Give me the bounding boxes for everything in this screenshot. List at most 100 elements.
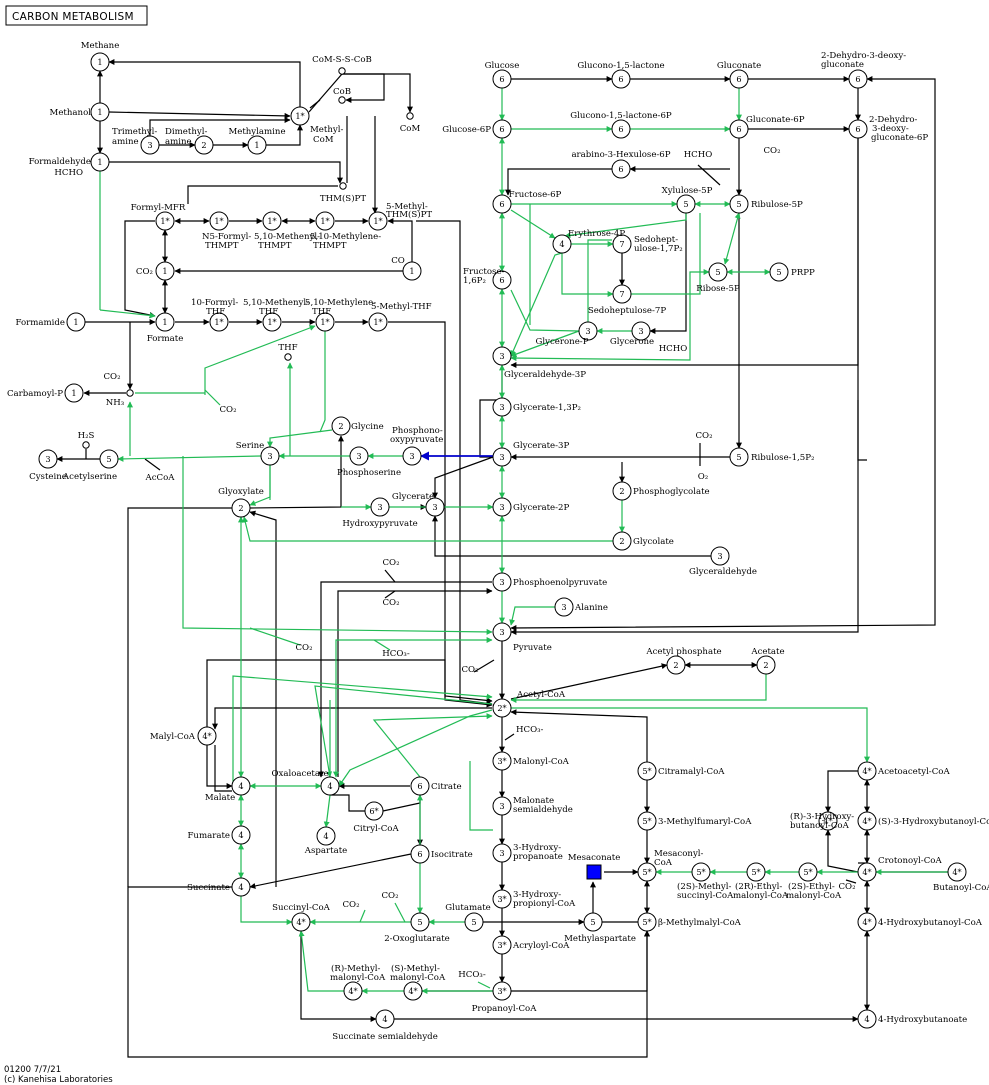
compound-label[interactable]: Erythrose-4P bbox=[568, 229, 625, 239]
compound-node-butanoylcoa[interactable]: 4* bbox=[947, 862, 967, 882]
compound-node-fumarate[interactable]: 4 bbox=[231, 825, 251, 845]
compound-node-methenylthf[interactable]: 1* bbox=[262, 312, 282, 332]
compound-label[interactable]: Glycerate bbox=[392, 492, 434, 502]
compound-label[interactable]: 3-Hydroxy- bbox=[513, 843, 561, 853]
node-circle[interactable] bbox=[676, 194, 696, 214]
node-circle[interactable] bbox=[756, 655, 776, 675]
compound-label[interactable]: Glucono-1,5-lactone-6P bbox=[570, 111, 672, 121]
compound-label[interactable]: Malonate bbox=[513, 796, 554, 806]
compound-label[interactable]: (2S)-Ethyl- bbox=[788, 881, 835, 892]
node-circle[interactable] bbox=[410, 776, 430, 796]
compound-node-rmethylmalonyl[interactable]: 4* bbox=[343, 981, 363, 1001]
compound-label[interactable]: Acetyl phosphate bbox=[645, 647, 721, 657]
node-circle[interactable] bbox=[729, 69, 749, 89]
compound-label[interactable]: Hydroxypyruvate bbox=[342, 519, 417, 529]
node-circle[interactable] bbox=[611, 159, 631, 179]
node-circle[interactable] bbox=[349, 446, 369, 466]
node-circle[interactable] bbox=[857, 912, 877, 932]
node-circle[interactable] bbox=[370, 497, 390, 517]
node-circle[interactable] bbox=[90, 52, 110, 72]
compound-node-prpp[interactable]: 5 bbox=[769, 262, 789, 282]
compound-label[interactable]: Phosphono- bbox=[392, 426, 443, 436]
compound-label[interactable]: THMPT bbox=[258, 241, 292, 251]
compound-node-glyceraldehyde[interactable]: 3 bbox=[710, 546, 730, 566]
compound-label[interactable]: Sedohept- bbox=[634, 235, 678, 245]
node-circle[interactable] bbox=[492, 751, 512, 771]
compound-node-glyoxylate[interactable]: 2 bbox=[231, 498, 251, 518]
node-circle[interactable] bbox=[492, 397, 512, 417]
compound-label[interactable]: Dimethyl- bbox=[165, 127, 207, 137]
node-circle[interactable] bbox=[492, 497, 512, 517]
compound-label[interactable]: AcCoA bbox=[145, 473, 176, 483]
node-circle[interactable] bbox=[729, 194, 749, 214]
compound-label[interactable]: Fumarate bbox=[187, 831, 230, 841]
compound-label[interactable]: NH₃ bbox=[106, 398, 125, 408]
compound-node-methenyl[interactable]: 1* bbox=[262, 211, 282, 231]
compound-node-acetoacetylcoa[interactable]: 4* bbox=[857, 761, 877, 781]
node-circle[interactable] bbox=[492, 69, 512, 89]
compound-label[interactable]: Methylamine bbox=[228, 127, 285, 137]
compound-node-malylcoa[interactable]: 4* bbox=[197, 726, 217, 746]
compound-label[interactable]: THF bbox=[206, 307, 225, 317]
node-circle[interactable] bbox=[231, 776, 251, 796]
compound-label[interactable]: Propanoyl-CoA bbox=[472, 1004, 538, 1014]
compound-label[interactable]: PRPP bbox=[791, 268, 815, 278]
compound-label[interactable]: 3-deoxy- bbox=[872, 124, 909, 134]
cofactor-node-com[interactable] bbox=[406, 112, 414, 120]
node-circle[interactable] bbox=[857, 862, 877, 882]
compound-node-methylene1[interactable]: 1* bbox=[315, 211, 335, 231]
node-circle[interactable] bbox=[262, 312, 282, 332]
compound-label[interactable]: CO bbox=[391, 256, 405, 266]
compound-label[interactable]: Acetoacetyl-CoA bbox=[877, 767, 950, 777]
compound-node-glycine[interactable]: 2 bbox=[331, 416, 351, 436]
node-circle[interactable] bbox=[209, 211, 229, 231]
compound-label[interactable]: Acetyl-CoA bbox=[516, 690, 566, 700]
node-circle[interactable] bbox=[247, 135, 267, 155]
compound-node-arabino[interactable]: 6 bbox=[611, 159, 631, 179]
compound-label[interactable]: Oxaloacetate bbox=[271, 769, 328, 779]
node-circle[interactable] bbox=[425, 497, 445, 517]
compound-node-hydroxybutanoylcoa[interactable]: 4* bbox=[857, 912, 877, 932]
compound-node-glycolate[interactable]: 2 bbox=[612, 531, 632, 551]
compound-label[interactable]: THMPT bbox=[205, 241, 239, 251]
compound-node-glycerate[interactable]: 3 bbox=[425, 497, 445, 517]
compound-label[interactable]: Methylaspartate bbox=[564, 934, 636, 944]
compound-label[interactable]: β-Methylmalyl-CoA bbox=[658, 918, 742, 928]
node-circle[interactable] bbox=[90, 102, 110, 122]
compound-node-trimethylamine[interactable]: 3 bbox=[140, 135, 160, 155]
compound-node-crotonoylcoa[interactable]: 4* bbox=[857, 862, 877, 882]
node-circle[interactable] bbox=[637, 761, 657, 781]
compound-label[interactable]: CO₂ bbox=[219, 405, 236, 415]
compound-node-formaldehyde[interactable]: 1 bbox=[90, 152, 110, 172]
node-circle[interactable] bbox=[947, 862, 967, 882]
node-circle[interactable] bbox=[612, 284, 632, 304]
compound-label[interactable]: Formate bbox=[147, 334, 184, 344]
compound-label[interactable]: CO₂ bbox=[103, 372, 120, 382]
compound-label[interactable]: Fructose-6P bbox=[509, 190, 562, 200]
compound-label[interactable]: Fructose- bbox=[463, 267, 505, 277]
node-circle[interactable] bbox=[231, 498, 251, 518]
compound-node-gluconate6p[interactable]: 6 bbox=[729, 119, 749, 139]
compound-label[interactable]: Isocitrate bbox=[431, 850, 473, 860]
mesaconate-highlight[interactable] bbox=[586, 864, 602, 880]
compound-node-formylthf[interactable]: 1* bbox=[209, 312, 229, 332]
node-circle[interactable] bbox=[402, 446, 422, 466]
compound-node-alanine[interactable]: 3 bbox=[554, 597, 574, 617]
node-circle[interactable] bbox=[315, 211, 335, 231]
compound-label[interactable]: propanoate bbox=[513, 852, 563, 862]
compound-node-n5formyl[interactable]: 1* bbox=[209, 211, 229, 231]
compound-node-pyruvate[interactable]: 3 bbox=[492, 622, 512, 642]
compound-label[interactable]: Malonyl-CoA bbox=[513, 757, 570, 767]
compound-label[interactable]: O₂ bbox=[698, 472, 709, 482]
compound-node-g13p[interactable]: 3 bbox=[492, 397, 512, 417]
node-circle[interactable] bbox=[410, 844, 430, 864]
compound-label[interactable]: Methane bbox=[81, 41, 120, 51]
compound-label[interactable]: HCHO bbox=[659, 344, 688, 354]
compound-node-acetylcoa[interactable]: 2* bbox=[492, 698, 512, 718]
compound-label[interactable]: H₂S bbox=[78, 431, 95, 441]
node-circle[interactable] bbox=[708, 262, 728, 282]
compound-node-pep[interactable]: 3 bbox=[492, 572, 512, 592]
compound-label[interactable]: CoM bbox=[313, 135, 334, 145]
node-circle[interactable] bbox=[492, 935, 512, 955]
node-circle[interactable] bbox=[769, 262, 789, 282]
